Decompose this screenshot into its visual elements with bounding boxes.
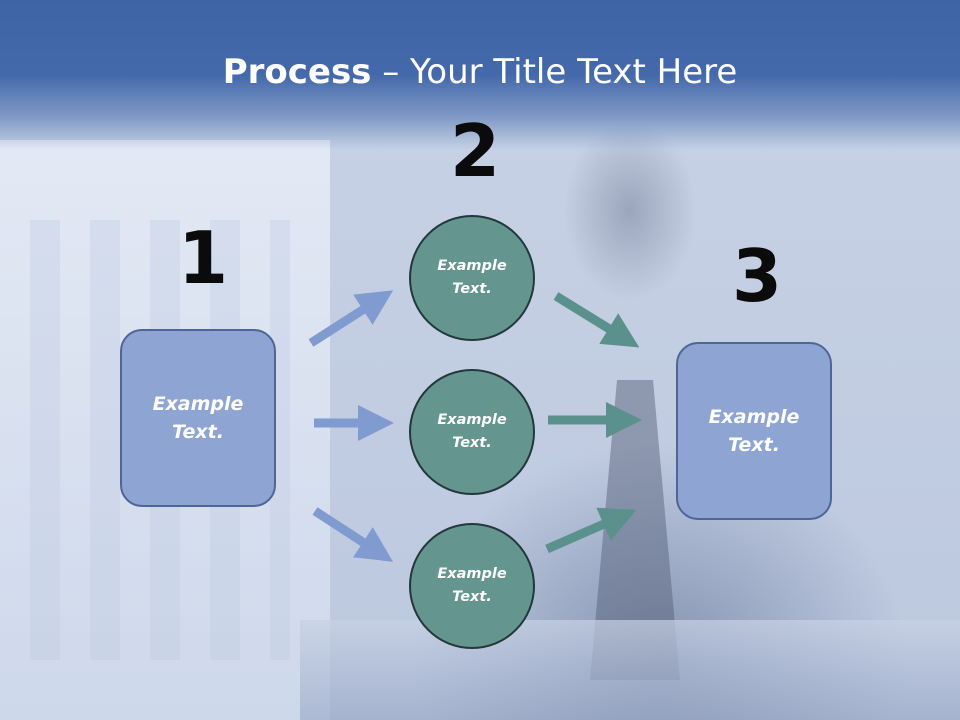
arrow-input-to-top xyxy=(308,290,394,347)
slide-title: Process – Your Title Text Here xyxy=(0,52,960,92)
input-box-text: Example Text. xyxy=(152,392,244,444)
circle-bottom-text: Example Text. xyxy=(437,565,507,605)
input-box: Example Text. xyxy=(120,329,276,507)
circle-middle-text: Example Text. xyxy=(437,411,507,451)
output-box: Example Text. xyxy=(676,342,832,520)
circle-bottom: Example Text. xyxy=(409,523,535,649)
background-podium xyxy=(300,620,960,720)
output-box-text: Example Text. xyxy=(708,405,800,457)
title-bar xyxy=(0,0,960,150)
arrow-input-to-bottom xyxy=(312,507,394,562)
step-number-1: 1 xyxy=(178,216,229,300)
circle-top: Example Text. xyxy=(409,215,535,341)
step-number-3: 3 xyxy=(732,234,783,318)
circle-middle: Example Text. xyxy=(409,369,535,495)
arrow-top-to-output xyxy=(553,292,640,348)
circle-top-text: Example Text. xyxy=(437,257,507,297)
title-bold: Process xyxy=(222,52,372,92)
title-rest: – Your Title Text Here xyxy=(371,52,738,92)
arrow-bottom-to-output xyxy=(545,507,637,554)
step-number-2: 2 xyxy=(450,109,501,193)
